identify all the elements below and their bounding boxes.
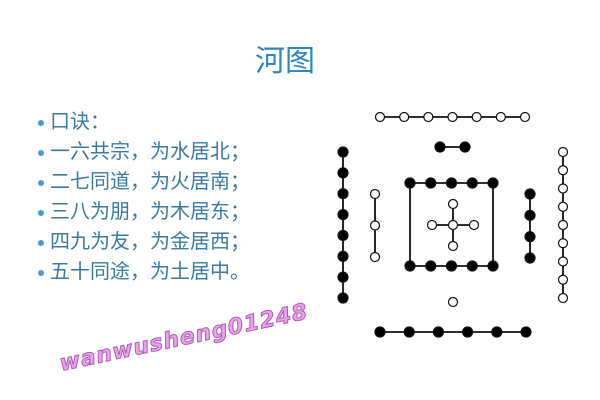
inner-right-group-dot — [524, 188, 536, 200]
top-group-dot — [423, 111, 434, 123]
center-cross-dot — [447, 219, 459, 231]
square-bottom-dot — [445, 260, 458, 272]
square-top-dot — [466, 177, 478, 189]
square-top-dot — [425, 177, 437, 189]
list-item: 四九为友，为金居西； — [36, 226, 250, 256]
bullet-list: 口诀： 一六共宗，为水居北； 二七同道，为火居南； 三八为朋，为木居东； 四九为… — [36, 106, 250, 286]
inner-top-group-dot — [434, 141, 446, 153]
list-item: 三八为朋，为木居东； — [36, 196, 250, 226]
bullet-icon — [38, 149, 44, 156]
square-bottom-dot — [404, 260, 416, 272]
inner-right-group-dot — [524, 252, 536, 264]
outer-left-group-dot — [337, 250, 349, 262]
square-top-dot — [487, 177, 499, 189]
top-group-dot — [447, 111, 458, 123]
outer-right-group-dot — [557, 183, 569, 194]
outer-right-group-dot — [557, 238, 569, 249]
center-cross-dot — [426, 219, 438, 231]
outer-left-group-dot — [337, 188, 349, 200]
top-group-dot — [471, 111, 482, 123]
list-item: 五十同途，为土居中。 — [36, 256, 250, 286]
slide-title: 河图 — [255, 44, 315, 79]
outer-left-group-dot — [337, 271, 349, 283]
bullet-icon — [38, 209, 44, 216]
list-item: 一六共宗，为水居北； — [36, 136, 250, 166]
bottom-group-dot — [374, 326, 386, 338]
square-top-dot — [404, 177, 416, 189]
outer-left-group-dot — [337, 292, 349, 304]
bottom-group-dot — [432, 326, 444, 338]
center-cross-dot — [468, 219, 480, 231]
top-group-dot — [399, 111, 410, 123]
bullet-icon — [38, 239, 44, 246]
square-top-dot — [445, 177, 458, 189]
square-bottom-dot — [425, 260, 437, 272]
bottom-group-dot — [520, 326, 532, 338]
outer-right-group-dot — [557, 292, 569, 304]
bullet-icon — [38, 179, 44, 186]
inner-top-group-dot — [459, 141, 471, 153]
outer-right-group-dot — [557, 201, 569, 212]
inner-left-group-dot — [369, 251, 381, 263]
square-bottom-dot — [466, 260, 478, 272]
outer-left-group-dot — [337, 229, 349, 242]
bottom-group-dot — [403, 326, 415, 338]
inner-right-group-dot — [524, 231, 536, 243]
outer-left-group-dot — [337, 208, 349, 221]
top-group-dot — [519, 111, 531, 123]
inner-bottom-dot — [447, 296, 459, 308]
bottom-group-dot — [462, 326, 474, 338]
center-cross-dot — [447, 198, 459, 210]
outer-left-group-dot — [337, 167, 349, 179]
inner-left-group-dot — [369, 188, 381, 200]
inner-left-group-dot — [369, 220, 381, 231]
outer-left-group-dot — [337, 146, 349, 158]
outer-right-group-dot — [557, 165, 569, 176]
inner-right-group-dot — [524, 209, 536, 221]
bullet-icon — [38, 269, 44, 276]
list-item: 口诀： — [36, 106, 250, 136]
top-group-dot — [495, 111, 506, 123]
list-item: 二七同道，为火居南； — [36, 166, 250, 196]
outer-right-group-dot — [557, 274, 569, 285]
outer-right-group-dot — [557, 146, 569, 158]
outer-right-group-dot — [557, 219, 569, 231]
outer-right-group-dot — [557, 256, 569, 267]
bullet-icon — [38, 119, 44, 126]
bottom-group-dot — [491, 326, 503, 338]
top-group-dot — [374, 111, 386, 123]
center-cross-dot — [447, 240, 459, 252]
square-bottom-dot — [487, 260, 499, 272]
